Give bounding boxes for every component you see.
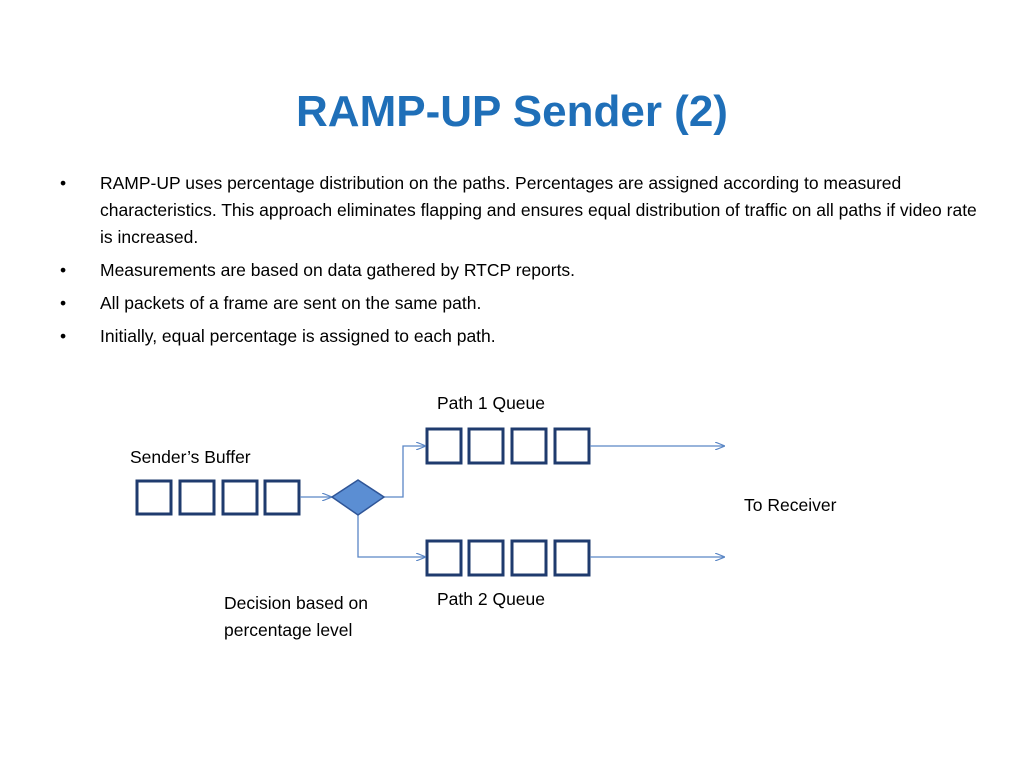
path1-queue-label: Path 1 Queue	[437, 393, 545, 413]
queue-slot	[510, 539, 548, 577]
queue-slot	[425, 427, 463, 465]
decision-to-path1-arrow	[384, 446, 425, 498]
senders-buffer-label: Sender’s Buffer	[130, 447, 251, 467]
path2-queue	[425, 539, 591, 577]
bullet-item: • Initially, equal percentage is assigned…	[60, 323, 980, 350]
bullet-item: • Measurements are based on data gathered…	[60, 257, 980, 284]
path2-queue-label: Path 2 Queue	[437, 589, 545, 609]
decision-label: Decision based on percentage level	[224, 590, 368, 644]
bullet-item: • RAMP-UP uses percentage distribution on…	[60, 170, 980, 251]
path1-queue	[425, 427, 591, 465]
buffer-slot	[135, 479, 173, 516]
decision-label-line: percentage level	[224, 620, 353, 640]
bullet-text: All packets of a frame are sent on the s…	[100, 293, 482, 313]
slide-title: RAMP-UP Sender (2)	[296, 87, 728, 136]
queue-slot	[510, 427, 548, 465]
bullet-text: Initially, equal percentage is assigned …	[100, 326, 496, 346]
buffer-slot	[178, 479, 216, 516]
bullet-text: RAMP-UP uses percentage distribution on …	[100, 173, 977, 247]
receiver-label: To Receiver	[744, 495, 837, 515]
bullet-icon: •	[60, 326, 67, 346]
bullet-list: • RAMP-UP uses percentage distribution on…	[60, 170, 980, 356]
decision-label-line: Decision based on	[224, 593, 368, 613]
buffer-slot	[221, 479, 259, 516]
queue-slot	[425, 539, 463, 577]
decision-to-path2-arrow	[357, 515, 425, 557]
queue-slot	[553, 539, 591, 577]
bullet-text: Measurements are based on data gathered …	[100, 260, 576, 280]
decision-diamond	[330, 479, 386, 516]
bullet-item: • All packets of a frame are sent on the …	[60, 290, 980, 317]
queue-slot	[467, 427, 505, 465]
queue-slot	[467, 539, 505, 577]
queue-slot	[553, 427, 591, 465]
bullet-icon: •	[60, 173, 67, 193]
buffer-slot	[263, 479, 301, 516]
senders-buffer-queue	[135, 479, 301, 516]
bullet-icon: •	[60, 293, 67, 313]
bullet-icon: •	[60, 260, 67, 280]
